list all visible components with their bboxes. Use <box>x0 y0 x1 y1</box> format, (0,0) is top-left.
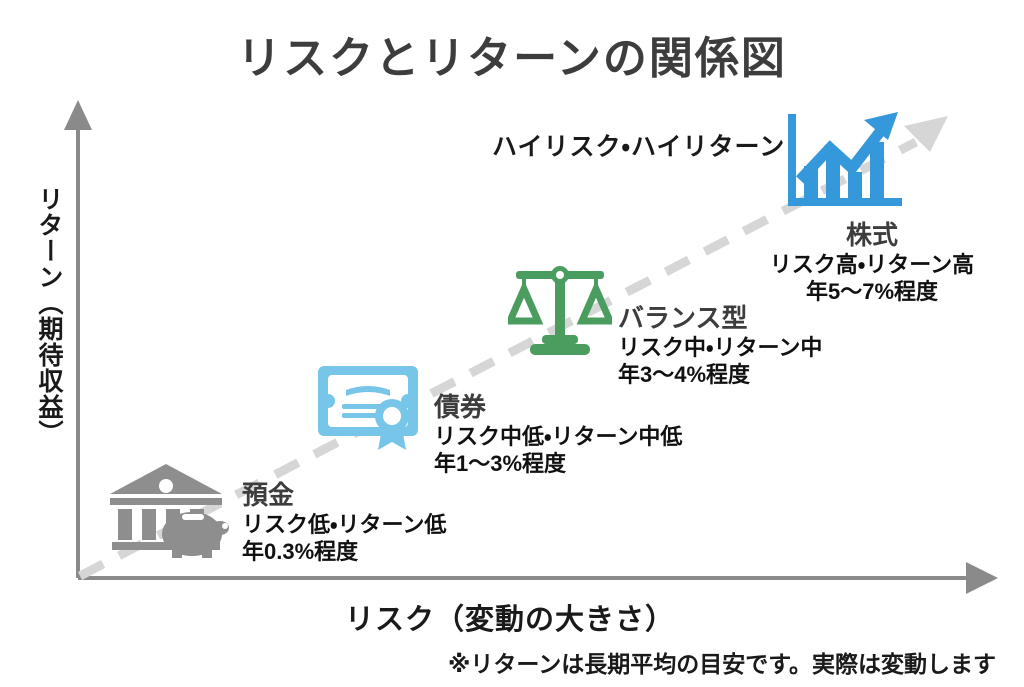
bank-piggybank-icon <box>108 462 232 563</box>
growth-chart-icon <box>782 108 908 221</box>
asset-name: 債券 <box>434 392 487 422</box>
balance-scales-icon <box>504 255 616 362</box>
x-axis-label: リスク（変動の大きさ） <box>344 604 675 636</box>
asset-rate: 年5〜7%程度 <box>805 279 939 305</box>
asset-name: 株式 <box>845 220 898 250</box>
certificate-icon <box>316 362 424 455</box>
footnote: ※リターンは長期平均の目安です。実際は変動します <box>448 651 996 677</box>
asset-detail: リスク低・リターン低 <box>242 511 447 537</box>
asset-detail: リスク中低・リターン中低 <box>434 423 683 449</box>
trend-line-arrowhead <box>904 116 948 152</box>
asset-label-stock: 株式 リスク高・リターン高 年5〜7%程度 <box>730 220 1014 306</box>
asset-label-deposit: 預金 リスク低・リターン低 年0.3%程度 <box>242 480 446 566</box>
y-axis-label: リターン（期待収益） <box>35 186 63 446</box>
asset-detail: リスク高・リターン高 <box>769 251 975 277</box>
asset-detail: リスク中・リターン中 <box>618 334 823 360</box>
x-axis-arrowhead <box>966 562 998 594</box>
asset-label-balanced: バランス型 リスク中・リターン中 年3〜4%程度 <box>618 303 822 389</box>
asset-rate: 年3〜4%程度 <box>618 362 751 388</box>
high-risk-high-return-annotation: ハイリスク・ハイリターン <box>492 133 786 161</box>
asset-rate: 年1〜3%程度 <box>434 451 567 477</box>
asset-rate: 年0.3%程度 <box>242 539 359 565</box>
asset-name: 預金 <box>242 480 295 510</box>
asset-name: バランス型 <box>618 303 748 333</box>
y-axis-arrowhead <box>64 100 92 130</box>
page-title: リスクとリターンの関係図 <box>237 34 787 83</box>
asset-label-bond: 債券 リスク中低・リターン中低 年1〜3%程度 <box>434 392 682 478</box>
